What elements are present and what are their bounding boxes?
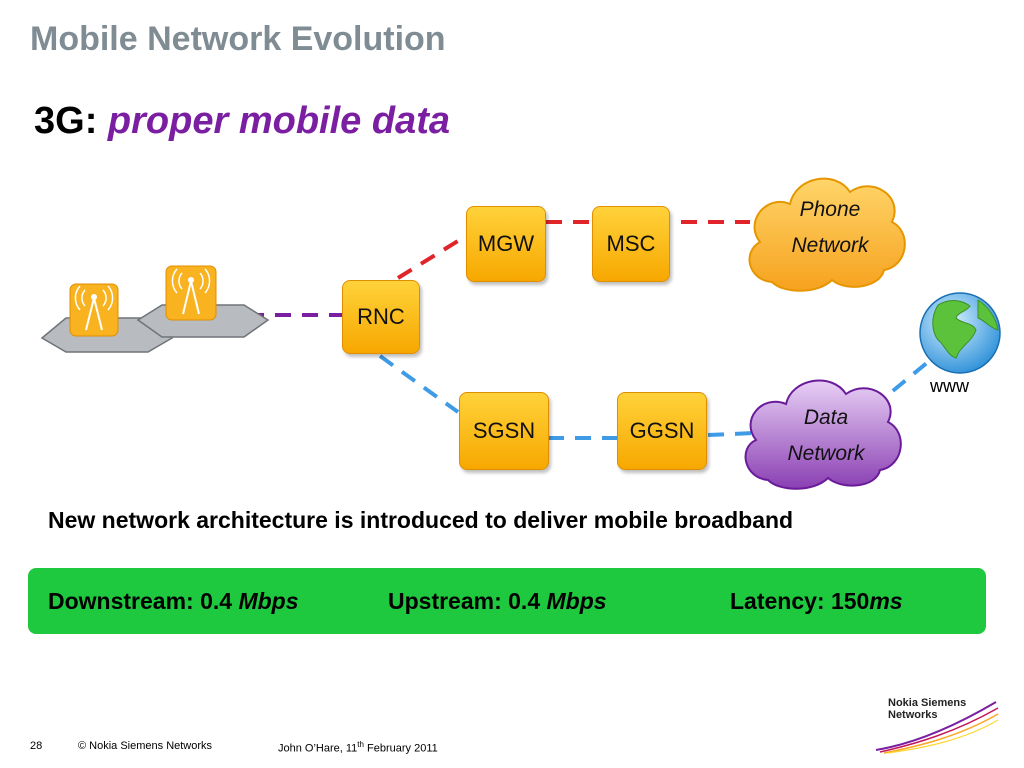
subtitle-prefix: 3G: xyxy=(34,100,98,142)
slide-subtitle: 3G: proper mobile data xyxy=(34,100,450,143)
headline-text: New network architecture is introduced t… xyxy=(48,507,794,533)
slide-title: Mobile Network Evolution xyxy=(30,20,446,58)
www-label: www xyxy=(930,376,969,396)
stats-bar: Downstream: 0.4 Mbps Upstream: 0.4 Mbps … xyxy=(28,568,986,634)
link-ggsn-data xyxy=(707,431,756,437)
cell-sites xyxy=(40,265,270,353)
rnc-node: RNC xyxy=(342,280,420,354)
phone-network-label: Phone Network xyxy=(791,198,869,257)
ggsn-node: GGSN xyxy=(617,392,707,470)
antenna-icon xyxy=(69,283,119,337)
upstream-stat: Upstream: 0.4 Mbps xyxy=(388,588,607,614)
downstream-stat: Downstream: 0.4 Mbps xyxy=(48,588,299,614)
phone-network-cloud xyxy=(748,177,906,292)
footer-author: John O’Hare, 11th February 2011 xyxy=(278,740,438,755)
msc-node: MSC xyxy=(592,206,670,282)
sgsn-node: SGSN xyxy=(459,392,549,470)
page-number: 28 xyxy=(30,740,43,752)
link-rnc-mgw xyxy=(396,234,468,280)
globe-icon xyxy=(919,292,1001,374)
footer-copyright: © Nokia Siemens Networks xyxy=(78,740,213,752)
data-network-cloud xyxy=(744,379,902,490)
data-network-label: Data Network xyxy=(787,406,865,465)
latency-stat: Latency: 150ms xyxy=(730,588,903,614)
company-logo: Nokia Siemens Networks xyxy=(888,697,967,721)
logo-swoosh-icon xyxy=(875,701,999,754)
mgw-node: MGW xyxy=(466,206,546,282)
antenna-icon xyxy=(165,265,217,321)
link-rnc-sgsn xyxy=(378,354,460,414)
subtitle-emphasis: proper mobile data xyxy=(107,100,450,142)
